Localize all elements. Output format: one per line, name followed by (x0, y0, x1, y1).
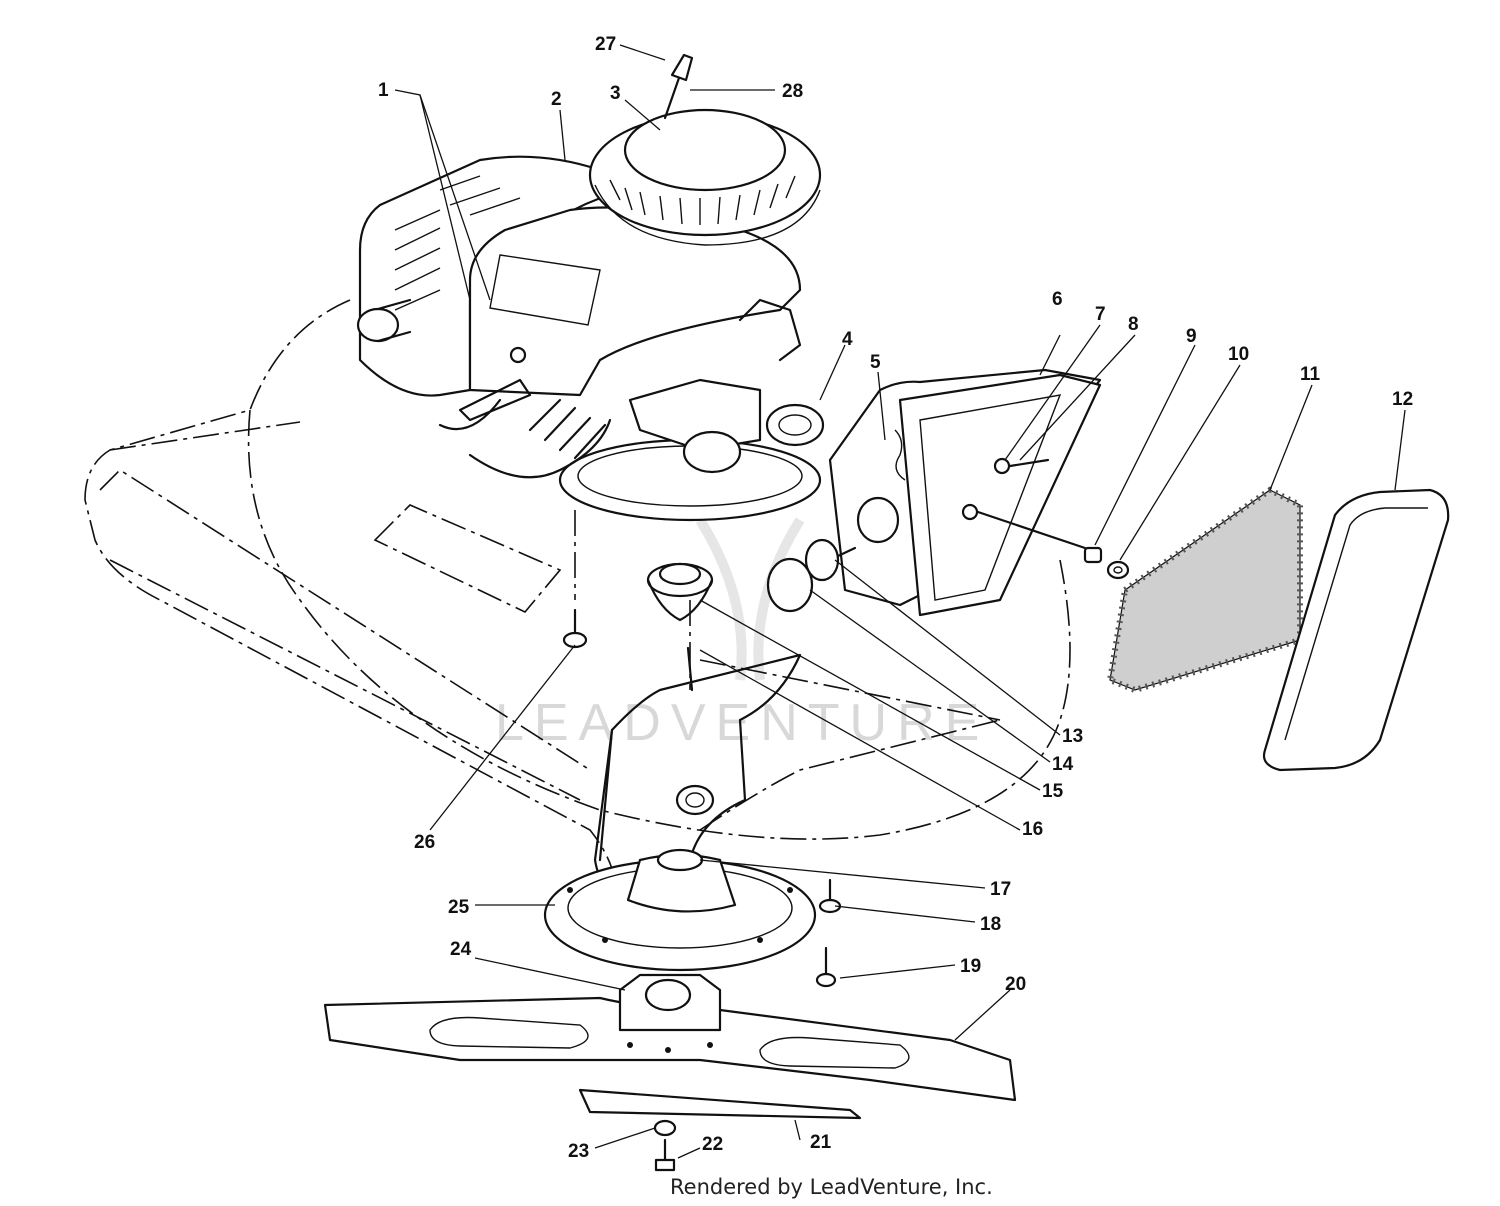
watermark-text: LEADVENTURE (495, 694, 989, 752)
callout-4: 4 (842, 329, 853, 350)
callout-8: 8 (1128, 314, 1139, 335)
spacer-and-nut (1083, 546, 1130, 580)
bushing (646, 562, 714, 692)
callout-7: 7 (1095, 304, 1106, 325)
callout-5: 5 (870, 352, 881, 373)
callout-23: 23 (568, 1141, 589, 1162)
callout-20: 20 (1005, 974, 1026, 995)
callout-16: 16 (1022, 819, 1043, 840)
callout-24: 24 (450, 939, 472, 960)
callout-28: 28 (782, 81, 803, 102)
callout-11: 11 (1300, 364, 1321, 385)
callout-26: 26 (414, 832, 435, 853)
callout-2: 2 (551, 89, 562, 110)
callout-19: 19 (960, 956, 981, 977)
engine-mount-plate (543, 848, 842, 988)
watermark: LEADVENTURE (495, 517, 989, 752)
callout-9: 9 (1186, 326, 1197, 347)
primer-bulb (766, 538, 857, 613)
leader-lines (394, 44, 1406, 1159)
callout-6: 6 (1052, 289, 1063, 310)
filter-cover (1262, 488, 1450, 772)
callout-3: 3 (610, 83, 621, 104)
callout-21: 21 (810, 1132, 832, 1153)
callout-1: 1 (378, 80, 389, 101)
air-filter-housing (828, 368, 1102, 617)
callout-12: 12 (1392, 389, 1413, 410)
engine-assembly (356, 53, 825, 522)
callout-22: 22 (702, 1134, 723, 1155)
callout-14: 14 (1052, 754, 1074, 775)
blade-assembly (323, 973, 1017, 1172)
callout-13: 13 (1062, 726, 1083, 747)
foam-filter-element (1106, 486, 1303, 694)
deck-bolt (562, 608, 588, 649)
callout-15: 15 (1042, 781, 1064, 802)
callout-25: 25 (448, 897, 470, 918)
callout-10: 10 (1228, 344, 1249, 365)
callout-17: 17 (990, 879, 1011, 900)
callout-27: 27 (595, 34, 616, 55)
callout-labels: 1 2 3 4 5 6 7 8 9 10 11 12 13 14 15 16 1… (378, 34, 1413, 1162)
credit-line: Rendered by LeadVenture, Inc. (670, 1175, 993, 1199)
callout-18: 18 (980, 914, 1001, 935)
